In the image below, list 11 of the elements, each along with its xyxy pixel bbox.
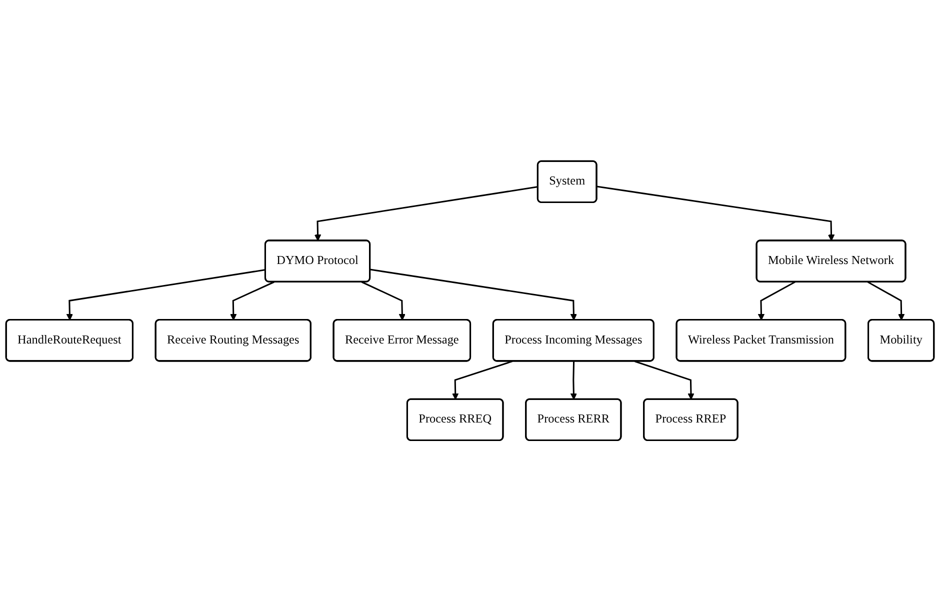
arrow (230, 281, 274, 320)
arrow (634, 360, 694, 400)
arrow (361, 281, 406, 320)
arrow (758, 281, 796, 320)
arrow (452, 360, 513, 400)
arrow (570, 361, 578, 400)
arrow (596, 186, 835, 241)
arrow (66, 268, 266, 320)
arrow (314, 186, 538, 241)
arrow (867, 281, 905, 320)
arrow (370, 268, 578, 320)
